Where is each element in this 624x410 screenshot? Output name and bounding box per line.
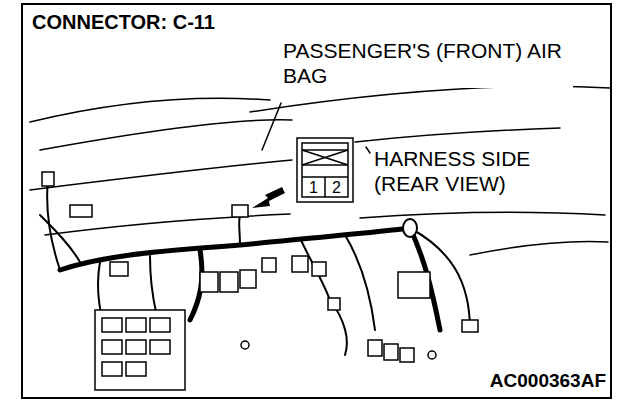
view-note: HARNESS SIDE (REAR VIEW) [374, 146, 554, 196]
part-name: PASSENGER'S (FRONT) AIR BAG [283, 38, 573, 88]
pin-number: 2 [326, 178, 347, 197]
connector-title: CONNECTOR: C-11 [32, 10, 215, 34]
pin-number: 1 [303, 178, 324, 197]
figure-code: AC000363AF [440, 370, 606, 393]
